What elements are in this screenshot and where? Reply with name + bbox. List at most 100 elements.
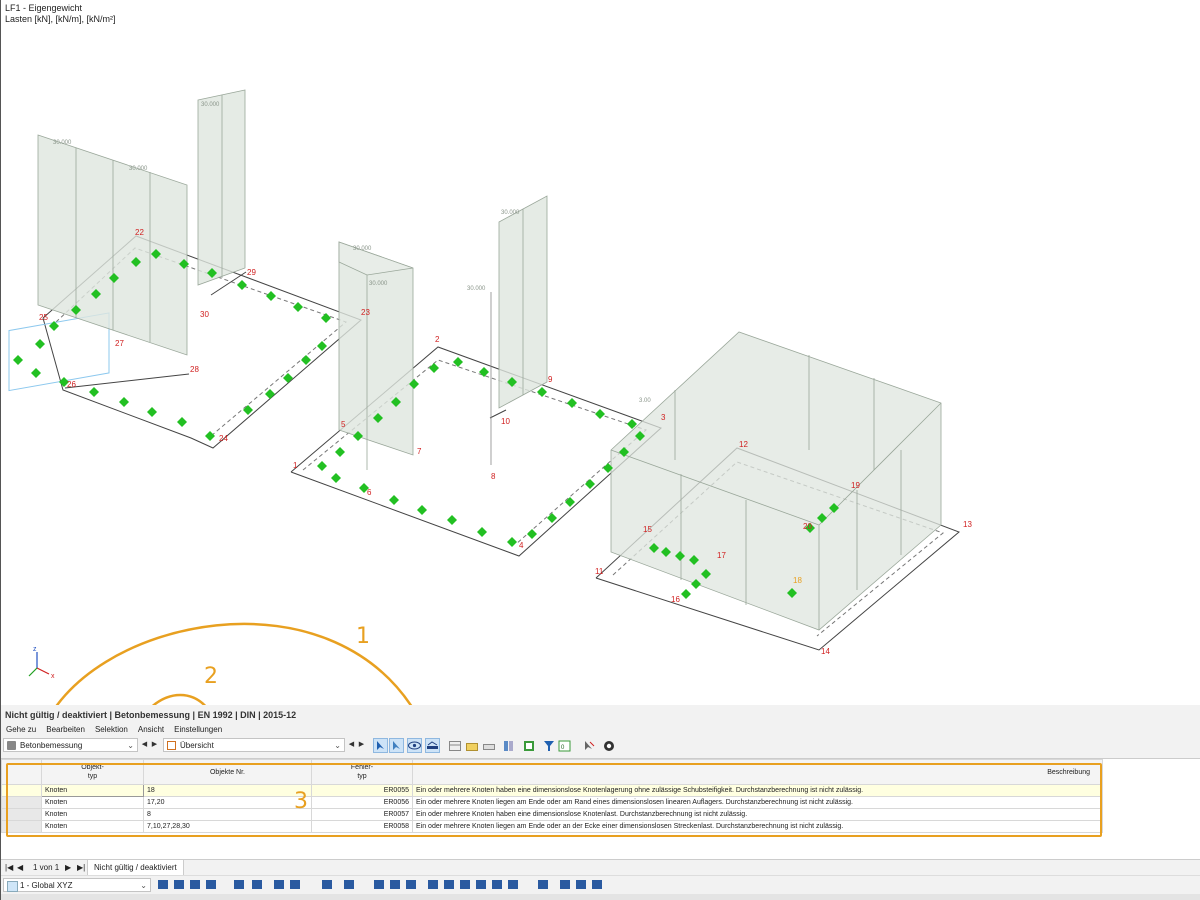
line-tool-icon[interactable] xyxy=(390,880,400,889)
chevron-down-icon: ⌄ xyxy=(127,741,134,750)
arc-tool-icon[interactable] xyxy=(428,880,438,889)
node-label: 24 xyxy=(219,434,228,443)
node-label: 14 xyxy=(821,647,830,656)
display-options-button[interactable] xyxy=(521,738,536,753)
line-tool-icon[interactable] xyxy=(406,880,416,889)
row-header[interactable] xyxy=(1,796,42,809)
cell-beschreibung[interactable]: Ein oder mehrere Knoten haben eine dimen… xyxy=(412,808,1103,821)
search-icon xyxy=(603,740,614,751)
dimension-tool-icon[interactable] xyxy=(560,880,570,889)
view-tool-icon[interactable] xyxy=(174,880,184,889)
table-row[interactable]: Knoten 8 ER0057 Ein oder mehrere Knoten … xyxy=(1,808,1103,821)
load-value-label: 30.000 xyxy=(53,140,72,146)
clear-selection-button[interactable] xyxy=(581,738,596,753)
dimension-tool-icon[interactable] xyxy=(576,880,586,889)
snap-tool-icon[interactable] xyxy=(290,880,300,889)
first-page-button[interactable]: |◀ xyxy=(5,863,14,872)
loadcase-title: LF1 - Eigengewicht xyxy=(5,3,83,13)
menu-selektion[interactable]: Selektion xyxy=(94,725,128,734)
snap-tool-icon[interactable] xyxy=(252,880,262,889)
cell-beschreibung[interactable]: Ein oder mehrere Knoten liegen am Ende o… xyxy=(412,820,1103,833)
row-header[interactable] xyxy=(1,808,42,821)
guide-tool-icon[interactable] xyxy=(344,880,354,889)
node-label: 10 xyxy=(501,417,510,426)
arc-tool-icon[interactable] xyxy=(444,880,454,889)
decimal-places-button[interactable]: 0 xyxy=(557,738,572,753)
model-viewport[interactable]: LF1 - Eigengewicht Lasten [kN], [kN/m], … xyxy=(0,0,1200,705)
table-button[interactable] xyxy=(447,738,462,753)
row-header[interactable] xyxy=(1,784,42,797)
cell-objekte-nr[interactable]: 8 xyxy=(143,808,312,821)
cell-objekttyp[interactable]: Knoten xyxy=(41,796,144,809)
snap-tool-icon[interactable] xyxy=(274,880,284,889)
snap-tool-icon[interactable] xyxy=(234,880,244,889)
table-row[interactable]: Knoten 18 ER0055 Ein oder mehrere Knoten… xyxy=(1,784,1103,797)
guide-tool-icon[interactable] xyxy=(322,880,332,889)
spline-tool-icon[interactable] xyxy=(492,880,502,889)
visibility-button[interactable] xyxy=(407,738,422,753)
select-multi-button[interactable] xyxy=(389,738,404,753)
cell-beschreibung[interactable]: Ein oder mehrere Knoten liegen am Ende o… xyxy=(412,796,1103,809)
node-label: 13 xyxy=(963,520,972,529)
next-module-button[interactable]: ▶ xyxy=(151,741,158,748)
line-tool-icon[interactable] xyxy=(374,880,384,889)
cell-objekttyp[interactable]: Knoten xyxy=(41,820,144,833)
module-select-value: Betonbemessung xyxy=(20,741,83,750)
cell-objekte-nr[interactable]: 18 xyxy=(143,784,312,797)
arc-tool-icon[interactable] xyxy=(460,880,470,889)
dimension-tool-icon[interactable] xyxy=(592,880,602,889)
filter-button[interactable] xyxy=(541,738,556,753)
cell-fehlertyp[interactable]: ER0057 xyxy=(311,808,413,821)
module-select[interactable]: Betonbemessung ⌄ xyxy=(3,738,138,752)
table-row[interactable]: Knoten 7,10,27,28,30 ER0058 Ein oder meh… xyxy=(1,820,1103,833)
tab-nicht-gueltig[interactable]: Nicht gültig / deaktiviert xyxy=(87,860,184,876)
filter-columns-button[interactable] xyxy=(501,738,516,753)
cell-beschreibung[interactable]: Ein oder mehrere Knoten haben eine dimen… xyxy=(412,784,1103,797)
menu-einstellungen[interactable]: Einstellungen xyxy=(174,725,223,734)
bottom-toolbar: 1 - Global XYZ ⌄ xyxy=(1,875,1200,894)
spline-tool-icon[interactable] xyxy=(508,880,518,889)
view-tool-icon[interactable] xyxy=(206,880,216,889)
cell-objekte-nr[interactable]: 7,10,27,28,30 xyxy=(143,820,312,833)
node-label: 25 xyxy=(39,313,48,322)
menu-gehe-zu[interactable]: Gehe zu xyxy=(6,725,37,734)
node-label: 18 xyxy=(793,576,802,585)
node-label: 26 xyxy=(67,380,76,389)
node-label: 30 xyxy=(200,310,209,319)
col-header-beschreibung[interactable]: Beschreibung xyxy=(412,759,1103,785)
cell-objekttyp[interactable]: Knoten xyxy=(41,808,144,821)
select-in-model-button[interactable] xyxy=(373,738,388,753)
load-value-label: 30.000 xyxy=(369,281,388,287)
export-button[interactable] xyxy=(464,738,479,753)
node-label: 9 xyxy=(548,375,553,384)
search-button[interactable] xyxy=(601,738,616,753)
table-row[interactable]: Knoten 17,20 ER0056 Ein oder mehrere Kno… xyxy=(1,796,1103,809)
cell-objekte-nr[interactable]: 17,20 xyxy=(143,796,312,809)
menu-ansicht[interactable]: Ansicht xyxy=(137,725,165,734)
col-header-objekttyp[interactable]: Objekt- typ xyxy=(41,759,144,785)
menu-bearbeiten[interactable]: Bearbeiten xyxy=(46,725,85,734)
cell-fehlertyp[interactable]: ER0058 xyxy=(311,820,413,833)
col-header-objekte-nr[interactable]: Objekte Nr. xyxy=(143,759,312,785)
coordinate-system-select[interactable]: 1 - Global XYZ ⌄ xyxy=(3,878,151,892)
cell-fehlertyp[interactable]: ER0056 xyxy=(311,796,413,809)
spline-tool-icon[interactable] xyxy=(476,880,486,889)
row-header[interactable] xyxy=(1,820,42,833)
load-walls-middle xyxy=(338,195,548,470)
support-markers xyxy=(13,249,839,599)
prev-page-button[interactable]: ◀ xyxy=(17,863,24,872)
next-view-button[interactable]: ▶ xyxy=(358,741,365,748)
view-tool-icon[interactable] xyxy=(190,880,200,889)
col-header-fehlertyp[interactable]: Fehler- typ xyxy=(311,759,413,785)
prev-module-button[interactable]: ◀ xyxy=(141,741,148,748)
show-results-button[interactable] xyxy=(425,738,440,753)
view-tool-icon[interactable] xyxy=(158,880,168,889)
print-button[interactable] xyxy=(481,738,496,753)
view-select[interactable]: Übersicht ⌄ xyxy=(163,738,345,752)
last-page-button[interactable]: ▶| xyxy=(77,863,86,872)
prev-view-button[interactable]: ◀ xyxy=(348,741,355,748)
dimension-tool-icon[interactable] xyxy=(538,880,548,889)
cell-objekttyp[interactable]: Knoten xyxy=(41,784,144,797)
next-page-button[interactable]: ▶ xyxy=(65,863,72,872)
cell-fehlertyp[interactable]: ER0055 xyxy=(311,784,413,797)
